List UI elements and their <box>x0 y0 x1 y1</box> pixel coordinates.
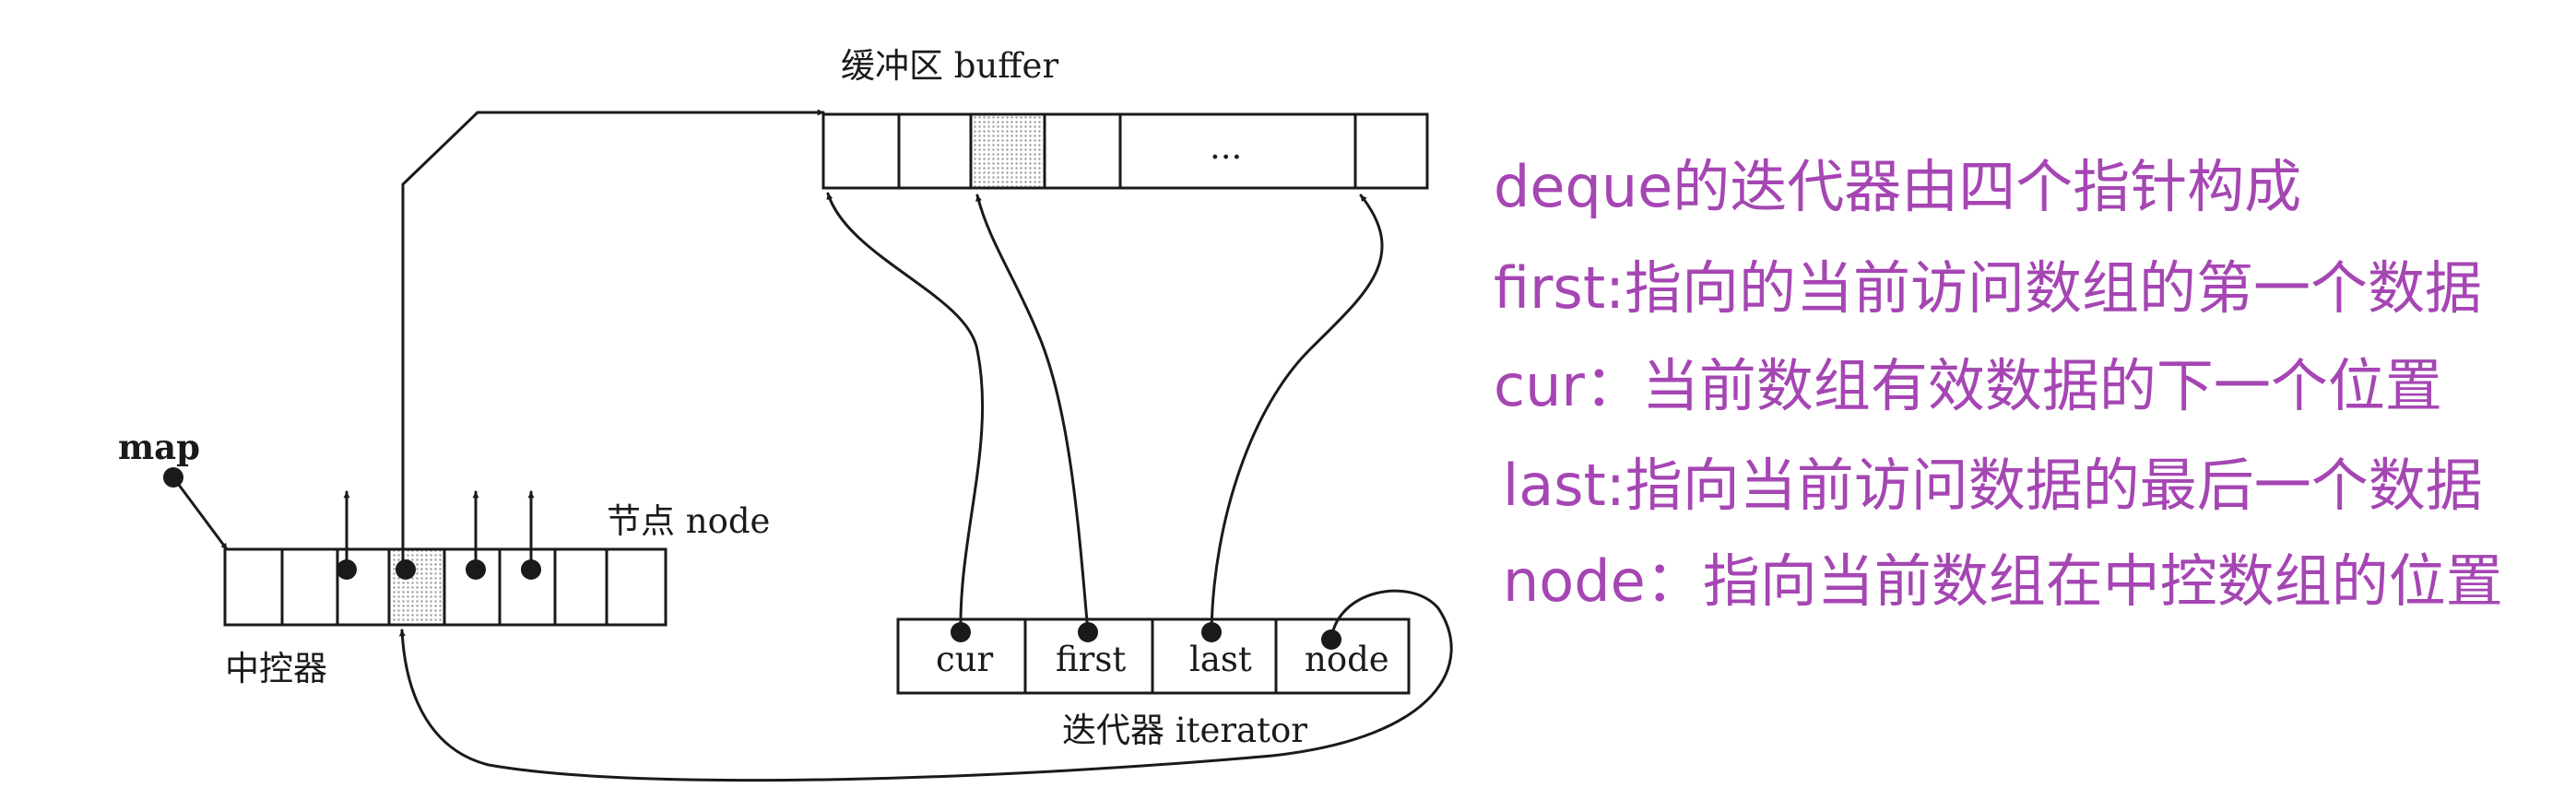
buffer-array <box>821 112 1429 190</box>
buffer-label: 缓冲区 buffer <box>841 46 1058 86</box>
map-array <box>223 547 668 627</box>
iterator-field-node: node <box>1305 640 1389 679</box>
map-current-node-dot <box>396 559 416 580</box>
note-first-pointer: first:指向的当前访问数组的第一个数据 <box>1494 254 2483 322</box>
map-title: 中控器 <box>225 649 327 688</box>
iterator-field-cur: cur <box>936 640 994 679</box>
note-node-pointer: node：指向当前数组在中控数组的位置 <box>1503 547 2503 615</box>
node-label: 节点 node <box>607 501 770 541</box>
iterator-field-last: last <box>1189 640 1252 679</box>
map-label: map <box>118 427 200 467</box>
map-pointer-arrow <box>171 476 229 551</box>
buffer-ellipsis: ... <box>1210 127 1242 167</box>
iterator-title: 迭代器 iterator <box>1062 711 1307 750</box>
iterator-pointers <box>398 192 1453 782</box>
note-last-pointer: last:指向当前访问数据的最后一个数据 <box>1503 452 2483 519</box>
note-deque-iterator-structure: deque的迭代器由四个指针构成 <box>1494 153 2302 220</box>
map-node-pointers <box>337 490 541 580</box>
note-cur-pointer: cur：当前数组有效数据的下一个位置 <box>1494 352 2442 419</box>
map-to-buffer-arrow <box>401 109 825 571</box>
iterator-struct <box>896 617 1411 695</box>
iterator-field-first: first <box>1056 640 1126 679</box>
